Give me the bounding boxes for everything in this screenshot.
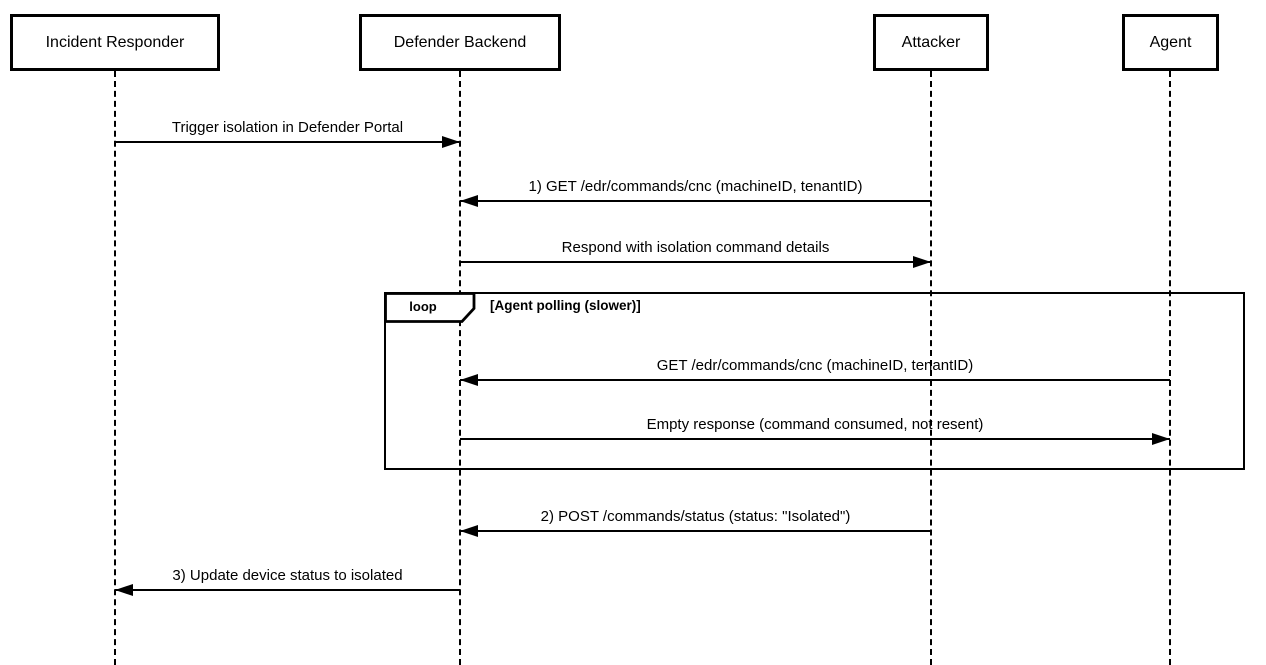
message-line [115, 141, 460, 143]
actor-label: Incident Responder [45, 33, 185, 51]
message-line [460, 438, 1170, 440]
loop-condition: [Agent polling (slower)] [490, 298, 641, 313]
actor-incident-responder: Incident Responder [10, 14, 220, 71]
lifeline-agent [1169, 71, 1171, 665]
message-label-empty-response: Empty response (command consumed, not re… [646, 416, 984, 433]
arrowhead-left-icon [460, 195, 478, 207]
lifeline-defender-backend [459, 71, 461, 665]
message-label-get-cnc-agent: GET /edr/commands/cnc (machineID, tenant… [656, 357, 974, 374]
message-label-get-cnc-attacker: 1) GET /edr/commands/cnc (machineID, ten… [528, 178, 863, 195]
loop-fragment-frame [384, 292, 1245, 470]
message-label-respond-isolation: Respond with isolation command details [561, 239, 830, 256]
message-label-post-status: 2) POST /commands/status (status: "Isola… [540, 508, 851, 525]
arrowhead-left-icon [115, 584, 133, 596]
actor-defender-backend: Defender Backend [359, 14, 561, 71]
message-line [460, 200, 931, 202]
message-line [460, 261, 931, 263]
arrowhead-left-icon [460, 525, 478, 537]
arrowhead-right-icon [442, 136, 460, 148]
lifeline-incident-responder [114, 71, 116, 665]
loop-fragment-label-pentagon [384, 292, 476, 323]
actor-label: Agent [1149, 33, 1192, 51]
message-line [115, 589, 460, 591]
message-label-trigger-isolation: Trigger isolation in Defender Portal [171, 119, 404, 136]
arrowhead-right-icon [1152, 433, 1170, 445]
message-label-update-device-status: 3) Update device status to isolated [172, 567, 403, 584]
message-line [460, 530, 931, 532]
actor-label: Attacker [901, 33, 961, 51]
arrowhead-left-icon [460, 374, 478, 386]
arrowhead-right-icon [913, 256, 931, 268]
loop-keyword: loop [409, 299, 437, 314]
message-line [460, 379, 1170, 381]
actor-label: Defender Backend [393, 33, 527, 51]
actor-agent: Agent [1122, 14, 1219, 71]
actor-attacker: Attacker [873, 14, 989, 71]
lifeline-attacker [930, 71, 932, 665]
